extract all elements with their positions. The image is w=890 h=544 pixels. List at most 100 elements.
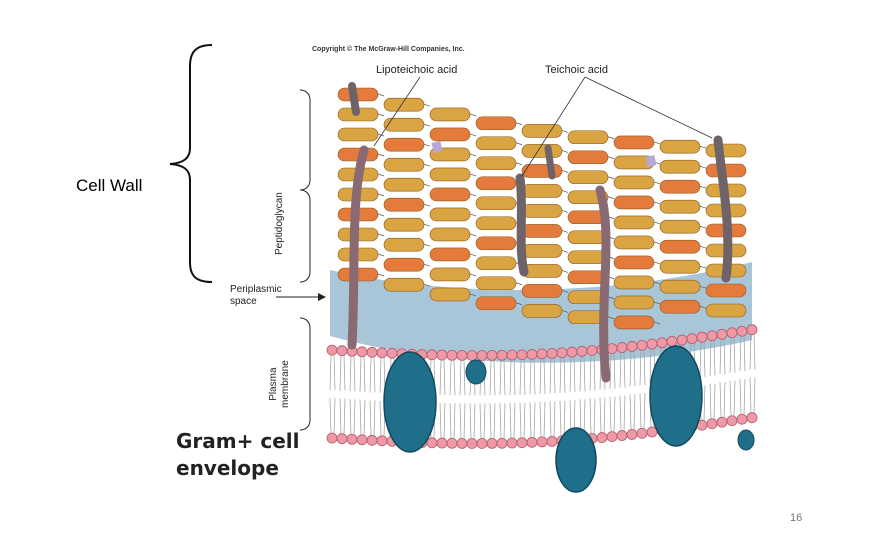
slide-page-number: 16 <box>790 512 803 524</box>
peptide-crosslink <box>699 305 707 309</box>
phospholipid-head <box>606 431 618 442</box>
phospholipid-tail <box>523 402 526 438</box>
phospholipid-tail <box>709 340 712 376</box>
phospholipid-tail <box>583 356 586 392</box>
phospholipid-tail <box>333 355 336 391</box>
phospholipid-head <box>566 346 578 358</box>
glycan-strand <box>475 156 517 171</box>
glycan-strand <box>659 219 701 234</box>
phospholipid-tail <box>443 360 446 396</box>
phospholipid-head <box>466 438 478 449</box>
membrane-proteins <box>383 345 755 493</box>
phospholipid-tail <box>509 403 512 439</box>
diagram-title: Gram+ cell envelope <box>176 428 299 482</box>
phospholipid-head <box>326 432 338 444</box>
glycan-strand <box>429 247 471 262</box>
membrane-protein-edge <box>737 429 755 451</box>
peptide-crosslink <box>561 210 569 213</box>
teichoic-acid-label: Teichoic acid <box>545 64 608 76</box>
phospholipid-tail <box>539 358 542 394</box>
glycan-strand <box>659 199 701 214</box>
phospholipid-tail <box>743 336 746 372</box>
phospholipid-tail <box>559 357 562 393</box>
phospholipid-tail <box>579 356 582 392</box>
glycan-strand <box>475 116 517 131</box>
membrane-protein-right <box>649 345 703 447</box>
phospholipid-tail <box>649 349 652 385</box>
peptide-crosslink <box>653 281 661 285</box>
phospholipid-tail <box>353 399 356 435</box>
glycan-strand <box>659 179 701 194</box>
glycan-strand <box>567 130 609 145</box>
phospholipid-head <box>446 437 458 449</box>
phospholipid-head <box>546 347 558 359</box>
phospholipid-tail <box>629 351 632 387</box>
glycan-strand <box>429 107 471 122</box>
phospholipid-tail <box>333 398 336 434</box>
phospholipid-tail <box>623 395 626 431</box>
phospholipid-tail <box>439 403 442 439</box>
peptide-crosslink <box>423 263 431 267</box>
periplasmic-space-label: Periplasmic space <box>230 284 282 308</box>
phospholipid-head <box>356 346 368 358</box>
peptide-crosslink <box>699 205 707 209</box>
phospholipid-head <box>616 342 628 353</box>
phospholipid-head <box>496 349 508 361</box>
peptide-crosslink <box>561 150 569 153</box>
phospholipid-head <box>576 345 588 357</box>
phospholipid-tail <box>373 400 376 436</box>
phospholipid-tail <box>363 399 366 435</box>
phospholipid-head <box>656 337 668 349</box>
peptide-crosslink <box>653 141 661 145</box>
peptide-crosslink <box>377 113 385 117</box>
phospholipid-tail <box>729 337 732 373</box>
phospholipid-tail <box>513 360 516 396</box>
title-line1: Gram+ cell <box>176 429 300 453</box>
peptide-crosslink <box>515 122 523 126</box>
peptide-crosslink <box>653 221 661 225</box>
peptide-crosslink <box>423 243 431 247</box>
phospholipid-tail <box>589 398 592 434</box>
phospholipid-tail <box>549 358 552 394</box>
phospholipid-tail <box>733 337 736 373</box>
phospholipid-head <box>626 341 638 352</box>
glycan-strand <box>475 176 517 191</box>
glycan-strand <box>475 196 517 211</box>
phospholipid-tail <box>589 355 592 391</box>
lipoteichoic-acid-label: Lipoteichoic acid <box>376 64 458 76</box>
phospholipid-tail <box>613 396 616 432</box>
phospholipid-head <box>716 328 728 340</box>
peptide-crosslink <box>377 93 385 97</box>
phospholipid-tail <box>503 360 506 396</box>
glycan-strand <box>383 197 425 212</box>
phospholipid-tail <box>723 382 726 418</box>
phospholipid-tail <box>339 355 342 391</box>
phospholipid-tail <box>603 397 606 433</box>
glycan-strand <box>567 170 609 185</box>
phospholipid-head <box>336 345 348 357</box>
phospholipid-head <box>376 435 388 447</box>
peptide-crosslink <box>377 233 385 237</box>
peptide-crosslink <box>561 230 569 233</box>
phospholipid-tail <box>719 339 722 375</box>
peptide-crosslink <box>469 173 477 177</box>
glycan-strand <box>613 315 655 330</box>
phospholipid-head <box>476 438 488 449</box>
phospholipid-tail <box>439 360 442 396</box>
glycan-strand <box>705 143 747 158</box>
phospholipid-tail <box>609 353 612 389</box>
peptide-crosslink <box>515 162 523 166</box>
glycan-strand <box>521 124 563 138</box>
teichoic-acid-rod-middle <box>515 173 529 277</box>
glycan-strand <box>475 216 517 231</box>
phospholipid-tail <box>719 382 722 418</box>
peptide-crosslink <box>653 181 661 185</box>
phospholipid-head <box>526 436 538 448</box>
phospholipid-tail <box>449 360 452 396</box>
peptide-crosslink <box>469 193 477 197</box>
plasma-membrane-scale <box>299 317 311 431</box>
glycan-strand <box>613 295 655 310</box>
glycan-strand <box>521 144 563 158</box>
phospholipid-head <box>486 437 498 449</box>
phospholipid-head <box>366 434 378 446</box>
